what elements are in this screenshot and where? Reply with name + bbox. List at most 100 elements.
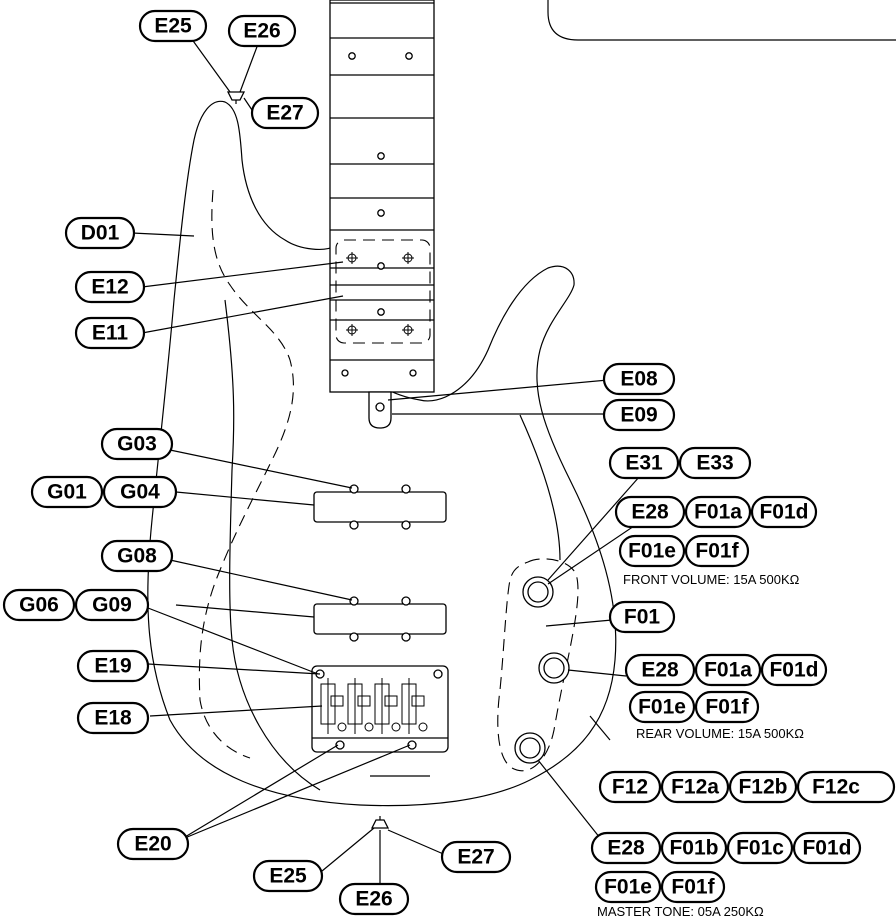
callout-box-corner [547, 0, 896, 41]
label-f12b: F12b [728, 770, 798, 804]
label-e18: E18 [76, 701, 150, 735]
svg-text:E26: E26 [243, 20, 280, 43]
rear-volume-spec: REAR VOLUME: 15A 500KΩ [636, 726, 804, 741]
svg-text:E19: E19 [94, 655, 131, 678]
svg-text:E26: E26 [355, 888, 392, 911]
svg-text:F01: F01 [624, 606, 661, 629]
svg-text:E28: E28 [641, 659, 679, 682]
label-e33: E33 [678, 446, 752, 480]
svg-text:E27: E27 [266, 102, 303, 125]
label-f01f-front: F01f [684, 534, 750, 568]
svg-text:F01f: F01f [671, 876, 715, 899]
svg-text:E28: E28 [607, 837, 645, 860]
label-g09: G09 [74, 588, 150, 622]
label-e27-bottom: E27 [440, 840, 512, 874]
svg-text:G01: G01 [47, 481, 87, 504]
label-f12: F12 [598, 770, 662, 804]
svg-text:E28: E28 [631, 501, 669, 524]
front-pickup [313, 484, 447, 530]
svg-text:F01d: F01d [802, 837, 851, 860]
label-e31: E31 [608, 446, 680, 480]
body-center-line [224, 299, 321, 791]
neck [329, 0, 435, 429]
label-e28-front: E28 [614, 495, 686, 529]
svg-text:G09: G09 [92, 594, 132, 617]
label-f01f-rear: F01f [694, 690, 760, 724]
svg-text:F01c: F01c [736, 837, 784, 860]
svg-text:E31: E31 [625, 452, 663, 475]
label-e25-top: E25 [138, 9, 208, 43]
label-e27-top: E27 [250, 96, 320, 130]
body-inner-contour [198, 189, 294, 759]
svg-text:G06: G06 [19, 594, 59, 617]
svg-text:E20: E20 [134, 833, 171, 856]
svg-text:D01: D01 [81, 222, 120, 245]
svg-text:F01a: F01a [694, 501, 742, 524]
strap-button-bottom [370, 819, 390, 829]
label-f01e-tone: F01e [594, 870, 662, 904]
svg-text:E18: E18 [94, 707, 132, 730]
label-f01c-tone: F01c [726, 831, 794, 865]
label-f01d-tone: F01d [792, 831, 862, 865]
svg-text:E27: E27 [457, 846, 494, 869]
label-d01: D01 [64, 216, 136, 250]
svg-text:F01d: F01d [759, 501, 808, 524]
label-e12: E12 [74, 270, 146, 304]
svg-text:E09: E09 [620, 404, 657, 427]
label-e28-rear: E28 [624, 653, 696, 687]
svg-text:F12c: F12c [812, 776, 860, 799]
svg-text:F01e: F01e [638, 696, 686, 719]
svg-text:F01d: F01d [769, 659, 818, 682]
strap-button-top [226, 91, 246, 101]
label-f01d-front: F01d [750, 495, 818, 529]
svg-text:E33: E33 [696, 452, 733, 475]
guitar-body-outline [147, 100, 617, 807]
label-f01b-tone: F01b [660, 831, 728, 865]
label-e09: E09 [602, 398, 676, 432]
label-f01e-rear: F01e [628, 690, 696, 724]
part-labels: E25 E26 E27 D01 E12 E11 E08 E09 G03 G01 … [2, 9, 896, 919]
svg-text:F12: F12 [612, 776, 648, 799]
label-f01e-front: F01e [618, 534, 686, 568]
body-side-line [519, 414, 561, 561]
svg-text:E11: E11 [92, 322, 129, 345]
svg-text:F12b: F12b [738, 776, 787, 799]
label-g08: G08 [100, 539, 174, 573]
bridge [311, 665, 449, 753]
svg-text:G04: G04 [120, 481, 160, 504]
label-f01: F01 [608, 600, 676, 634]
label-f12a: F12a [660, 770, 730, 804]
label-e20: E20 [116, 827, 190, 861]
label-g04: G04 [102, 475, 178, 509]
label-f01d-rear: F01d [760, 653, 828, 687]
label-e25-bottom: E25 [252, 859, 324, 893]
label-e08: E08 [602, 362, 676, 396]
svg-text:F12a: F12a [671, 776, 719, 799]
svg-text:F01b: F01b [669, 837, 718, 860]
label-e11: E11 [74, 316, 146, 350]
label-g03: G03 [100, 427, 174, 461]
label-e26-bottom: E26 [338, 882, 410, 916]
label-g06: G06 [2, 588, 76, 622]
label-f12c: F12c [796, 770, 896, 804]
label-f01f-tone: F01f [660, 870, 726, 904]
label-f01a-front: F01a [684, 495, 752, 529]
front-volume-spec: FRONT VOLUME: 15A 500KΩ [623, 572, 800, 587]
leader-lines [131, 37, 641, 896]
svg-text:G08: G08 [117, 545, 157, 568]
svg-text:F01f: F01f [695, 540, 739, 563]
label-f01a-rear: F01a [694, 653, 762, 687]
svg-text:F01f: F01f [705, 696, 749, 719]
label-e28-tone: E28 [590, 831, 662, 865]
svg-text:F01e: F01e [604, 876, 652, 899]
svg-text:F01e: F01e [628, 540, 676, 563]
label-e19: E19 [76, 649, 150, 683]
control-plate [497, 558, 579, 772]
svg-text:F01a: F01a [704, 659, 752, 682]
label-g01: G01 [30, 475, 104, 509]
master-tone-spec: MASTER TONE: 05A 250KΩ [597, 904, 764, 919]
rear-pickup [313, 596, 447, 642]
label-e26-top: E26 [227, 14, 297, 48]
svg-text:E08: E08 [620, 368, 658, 391]
